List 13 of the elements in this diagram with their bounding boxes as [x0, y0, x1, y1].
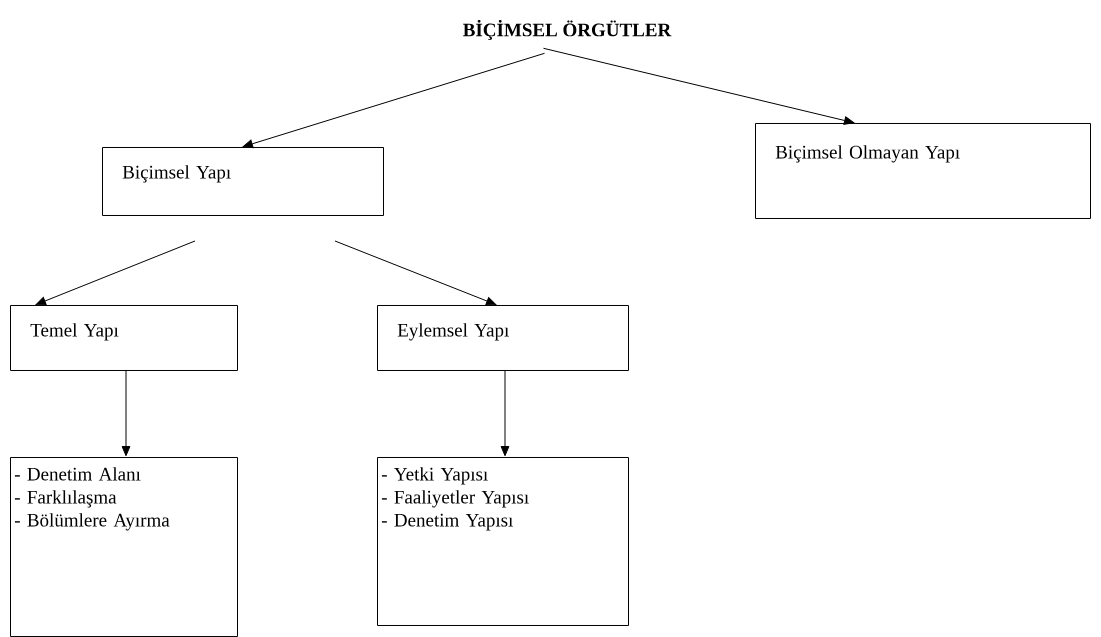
title: BİÇİMSEL ÖRGÜTLER: [463, 19, 672, 41]
arrow: [500, 370, 510, 457]
arrow: [542, 47, 855, 125]
text-box: - Denetim Alanı - Farklılaşma - Bölümlere Ayırma: [10, 457, 238, 637]
text-box: Biçimsel Olmayan Yapı: [755, 123, 1091, 219]
arrow: [242, 52, 546, 149]
text-box: Biçimsel Yapı: [102, 147, 384, 216]
arrow: [334, 240, 497, 306]
arrow: [35, 240, 196, 306]
text-box: Eylemsel Yapı: [377, 305, 629, 371]
text-box: Temel Yapı: [10, 305, 238, 371]
arrow: [121, 370, 131, 457]
text-box: - Yetki Yapısı - Faaliyetler Yapısı - Denetim Yapısı: [377, 457, 629, 626]
